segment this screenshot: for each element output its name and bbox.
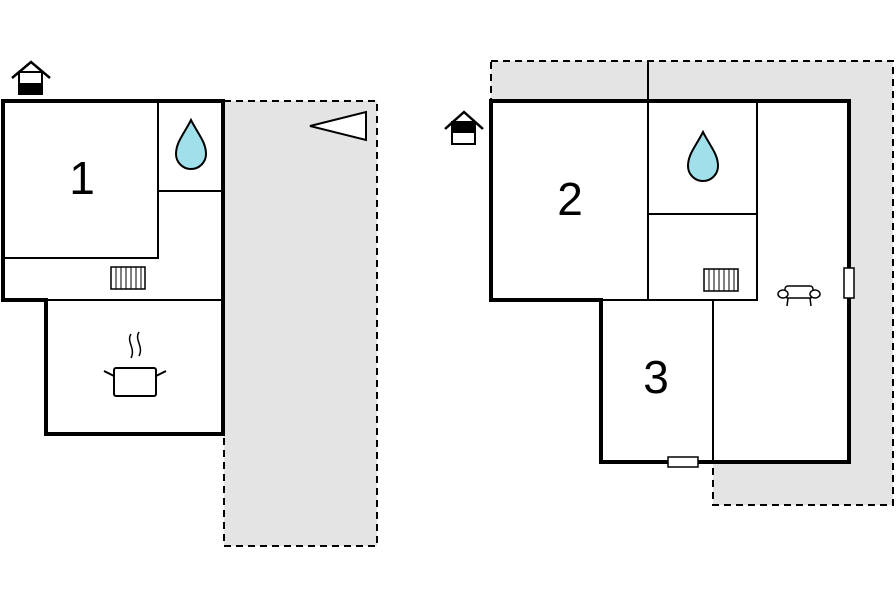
room-number-3: 3: [643, 351, 669, 403]
house-entrance-icon: [11, 60, 51, 95]
left-building-walls: [1, 99, 225, 436]
house-entrance-icon: [444, 110, 484, 145]
water-drop-icon: [174, 117, 208, 170]
bathroom-right-wall: [648, 101, 758, 301]
room-number-1: 1: [69, 152, 95, 204]
terrace-area-right: [490, 60, 894, 506]
water-drop-icon: [686, 129, 720, 182]
window-south: [667, 456, 699, 468]
radiator-icon: [110, 266, 146, 290]
right-building: 2 3: [444, 60, 894, 506]
cooking-pot-icon: [103, 331, 167, 397]
sofa-icon: [777, 285, 821, 307]
triangle-pointer-icon: [309, 110, 367, 142]
left-building: 1: [1, 60, 378, 547]
room-2-wall: [601, 101, 649, 301]
window-east: [843, 267, 855, 299]
room-number-2: 2: [557, 173, 583, 225]
right-building-walls: [489, 99, 851, 464]
radiator-icon: [703, 268, 739, 292]
terrace-area-left: [223, 100, 378, 547]
room-1-wall: [5, 101, 159, 259]
